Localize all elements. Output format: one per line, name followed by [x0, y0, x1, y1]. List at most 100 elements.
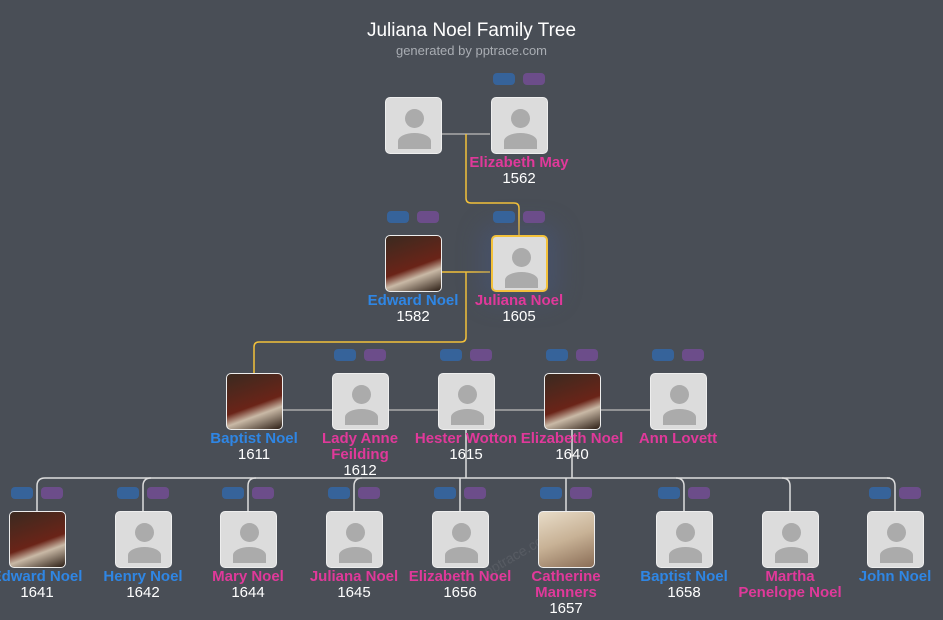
person-name: Baptist Noel: [640, 568, 728, 585]
person-card-photo[interactable]: [9, 511, 66, 568]
person-card[interactable]: [432, 511, 489, 568]
add-mother-button[interactable]: [417, 211, 439, 223]
add-father-button[interactable]: [222, 487, 244, 499]
add-mother-button[interactable]: [523, 73, 545, 85]
add-mother-button[interactable]: [41, 487, 63, 499]
add-father-button[interactable]: [11, 487, 33, 499]
person-card[interactable]: [656, 511, 713, 568]
person-card[interactable]: [332, 373, 389, 430]
parent-line: [253, 272, 467, 373]
add-father-button[interactable]: [658, 487, 680, 499]
add-mother-button[interactable]: [470, 349, 492, 361]
page-title: Juliana Noel Family Tree: [366, 20, 577, 41]
person-name: Baptist Noel: [210, 430, 298, 447]
add-mother-button[interactable]: [523, 211, 545, 223]
avatar-body-icon: [451, 409, 484, 425]
add-mother-button[interactable]: [570, 487, 592, 499]
add-mother-button[interactable]: [364, 349, 386, 361]
add-father-button[interactable]: [334, 349, 356, 361]
person-year: 1611: [237, 446, 271, 463]
avatar-body-icon: [398, 133, 431, 149]
person-card[interactable]: [762, 511, 819, 568]
person-card[interactable]: [491, 235, 548, 292]
add-mother-button[interactable]: [147, 487, 169, 499]
person-name: Ann Lovett: [638, 430, 718, 447]
person-year: 1582: [396, 308, 430, 325]
person-label[interactable]: Martha Penelope Noel: [735, 569, 845, 601]
person-name: Elizabeth Noel: [520, 430, 624, 447]
person-name: Edward Noel: [0, 568, 83, 585]
avatar-head-icon: [670, 385, 689, 404]
person-year: 1612: [343, 462, 377, 479]
person-card[interactable]: [385, 97, 442, 154]
person-label[interactable]: John Noel: [840, 569, 943, 585]
avatar-body-icon: [233, 547, 266, 563]
person-card[interactable]: [115, 511, 172, 568]
person-card-photo[interactable]: [226, 373, 283, 430]
add-mother-button[interactable]: [682, 349, 704, 361]
person-year: 1562: [502, 170, 536, 187]
person-card[interactable]: [650, 373, 707, 430]
add-father-button[interactable]: [540, 487, 562, 499]
add-father-button[interactable]: [117, 487, 139, 499]
person-card[interactable]: [867, 511, 924, 568]
avatar-body-icon: [663, 409, 696, 425]
avatar-head-icon: [511, 109, 530, 128]
child-links: [36, 477, 896, 511]
add-father-button[interactable]: [493, 73, 515, 85]
person-card-photo[interactable]: [385, 235, 442, 292]
person-card-photo[interactable]: [544, 373, 601, 430]
person-year: 1658: [667, 584, 701, 601]
person-label[interactable]: Ann Lovett: [623, 431, 733, 447]
person-name: Hester Wotton: [414, 430, 518, 447]
add-father-button[interactable]: [493, 211, 515, 223]
avatar-head-icon: [135, 523, 154, 542]
add-father-button[interactable]: [869, 487, 891, 499]
person-name: Martha Penelope Noel: [738, 568, 842, 601]
person-card[interactable]: [491, 97, 548, 154]
person-name: Elizabeth May: [469, 154, 569, 171]
person-name: Juliana Noel: [309, 568, 399, 585]
avatar-head-icon: [346, 523, 365, 542]
person-card[interactable]: [326, 511, 383, 568]
add-father-button[interactable]: [328, 487, 350, 499]
add-mother-button[interactable]: [899, 487, 921, 499]
add-mother-button[interactable]: [688, 487, 710, 499]
avatar-head-icon: [458, 385, 477, 404]
avatar-head-icon: [512, 248, 531, 267]
add-father-button[interactable]: [434, 487, 456, 499]
person-year: 1641: [20, 584, 54, 601]
person-card[interactable]: [438, 373, 495, 430]
avatar-body-icon: [505, 272, 538, 288]
avatar-body-icon: [504, 133, 537, 149]
add-mother-button[interactable]: [358, 487, 380, 499]
add-father-button[interactable]: [652, 349, 674, 361]
person-year: 1644: [231, 584, 265, 601]
add-mother-button[interactable]: [464, 487, 486, 499]
person-card-photo[interactable]: [538, 511, 595, 568]
person-name: Lady Anne Feilding: [321, 430, 399, 463]
avatar-head-icon: [240, 523, 259, 542]
add-mother-button[interactable]: [576, 349, 598, 361]
add-father-button[interactable]: [387, 211, 409, 223]
add-father-button[interactable]: [440, 349, 462, 361]
person-card[interactable]: [220, 511, 277, 568]
avatar-head-icon: [887, 523, 906, 542]
parent-line: [465, 134, 520, 235]
add-mother-button[interactable]: [252, 487, 274, 499]
add-father-button[interactable]: [546, 349, 568, 361]
